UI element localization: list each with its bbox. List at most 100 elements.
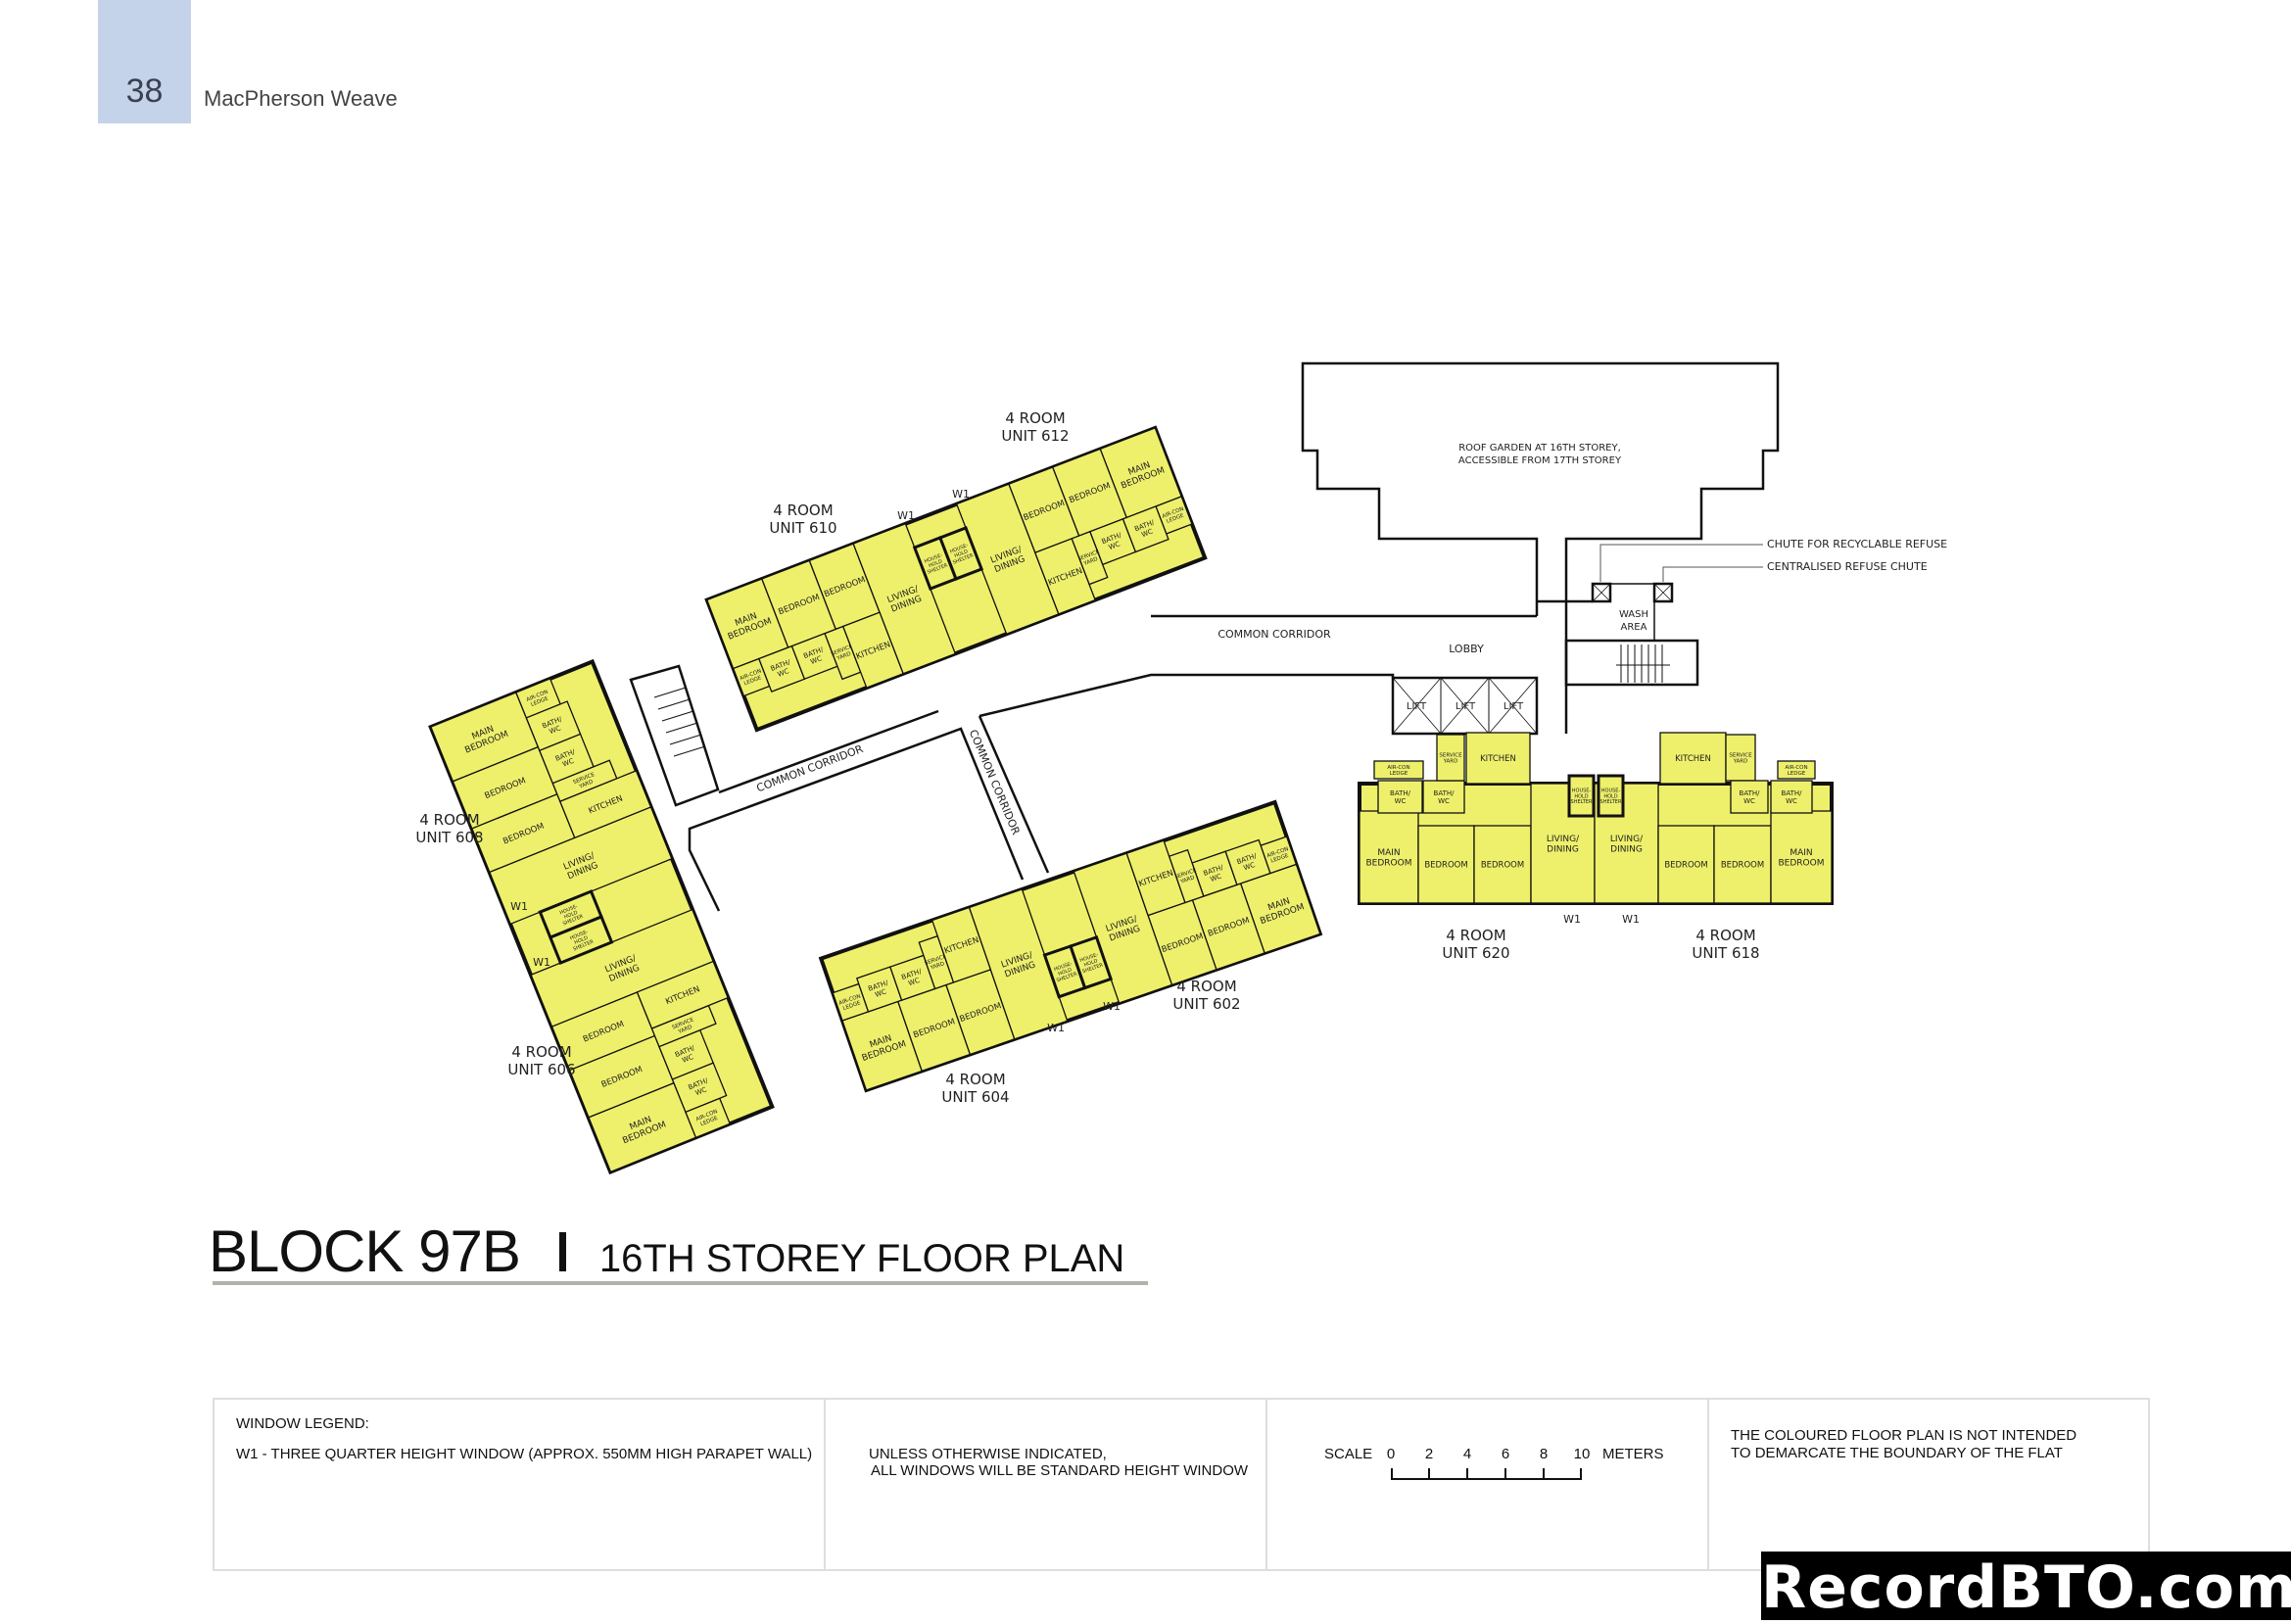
room-bath-wc: BATH/WC: [525, 700, 582, 752]
refuse-chute: [1652, 582, 1674, 603]
room-label: YARD: [578, 779, 595, 789]
room-label: YARD: [1179, 875, 1196, 885]
scale-tick-label: 10: [1573, 1446, 1591, 1462]
window-marks: W1 W1 W1 W1 W1 W1 W1 W1: [510, 488, 1640, 1034]
scale-bar: [1391, 1468, 1582, 1480]
unit-type-label: 4 ROOM: [773, 502, 833, 519]
room-living-dining: LIVING/DINING: [852, 522, 957, 675]
corridor-wall: [978, 673, 1395, 718]
room-bath-wc: BATH/WC: [889, 954, 936, 1001]
lift-core: [1391, 676, 1539, 736]
room-bath-wc: BATH/WC: [1422, 780, 1465, 814]
staircase: [1564, 639, 1699, 687]
room-kitchen: KITCHEN: [558, 770, 652, 839]
window-legend-cell: WINDOW LEGEND: W1 - THREE QUARTER HEIGHT…: [215, 1400, 826, 1569]
room-label: YARD: [835, 651, 852, 662]
room-living-dining: LIVING/DINING: [489, 806, 673, 926]
room-bedroom: BEDROOM: [452, 745, 558, 830]
scale-unit: METERS: [1602, 1446, 1664, 1462]
w1-mark: W1: [952, 488, 970, 501]
room-label: LEDGE: [1788, 771, 1806, 777]
room-bath-wc: BATH/WC: [1730, 780, 1769, 814]
room-label: WC: [1743, 797, 1755, 805]
room-label: HOLD: [954, 549, 970, 559]
room-label: BEDROOM: [1721, 860, 1764, 870]
room-label: WC: [694, 1085, 708, 1097]
scale-tick-label: 4: [1462, 1446, 1472, 1462]
legend-panel: WINDOW LEGEND: W1 - THREE QUARTER HEIGHT…: [213, 1398, 2150, 1571]
lift-label: LIFT: [1456, 701, 1476, 712]
scale-tick-label: 0: [1386, 1446, 1396, 1462]
page-number-tab: 38: [98, 0, 191, 123]
title-underline: [213, 1281, 1148, 1285]
unit-type-label: 4 ROOM: [1446, 927, 1505, 944]
disclaimer-line2: TO DEMARCATE THE BOUNDARY OF THE FLAT: [1731, 1445, 2063, 1461]
room-label: SHELTER: [1571, 799, 1593, 805]
lift-cross-marks: [1392, 677, 1538, 735]
room-living-dining: LIVING/DINING: [530, 908, 714, 1027]
room-label: HOLD: [1603, 793, 1617, 799]
unit-number-label: UNIT 612: [1001, 427, 1069, 445]
room-label: BATH/: [1434, 789, 1456, 797]
room-bath-wc: BATH/WC: [1088, 518, 1137, 566]
room-label: HOLD: [574, 935, 590, 946]
w1-mark: W1: [533, 956, 550, 969]
room-label: LIVING/: [1610, 835, 1644, 844]
room-label: HOUSE-: [1572, 788, 1592, 794]
unit-labels: 4 ROOM UNIT 612 4 ROOM UNIT 610 4 ROOM U…: [415, 409, 1759, 1106]
w1-mark: W1: [1047, 1022, 1065, 1034]
room-label: LEDGE: [1270, 853, 1290, 865]
window-legend-w1: W1 - THREE QUARTER HEIGHT WINDOW (APPROX…: [236, 1446, 813, 1462]
room-kitchen: KITCHEN: [841, 611, 904, 689]
unit-type-label: 4 ROOM: [419, 811, 479, 829]
room-label: YARD: [929, 961, 945, 972]
window-note-line2: ALL WINDOWS WILL BE STANDARD HEIGHT WIND…: [871, 1462, 1249, 1479]
units-604-602: MAINBEDROOMMAINBEDROOMBEDROOMBEDROOMBEDR…: [818, 799, 1323, 1093]
room-bedroom: BEDROOM: [550, 991, 656, 1072]
room-label: WC: [1438, 797, 1450, 805]
unit-type-label: 4 ROOM: [945, 1071, 1005, 1088]
room-living-dining: LIVING/DINING: [1073, 852, 1173, 1004]
roof-garden-label: ACCESSIBLE FROM 17TH STOREY: [1458, 455, 1622, 466]
room-bedroom: BEDROOM: [1473, 825, 1532, 904]
room-label: BATH/: [1782, 789, 1803, 797]
unit-type-label: 4 ROOM: [1695, 927, 1755, 944]
room-bedroom: BEDROOM: [1657, 825, 1715, 904]
room-label: HOLD: [1083, 958, 1099, 968]
unit-number-label: UNIT 610: [769, 519, 836, 537]
room-label: BEDROOM: [1424, 860, 1467, 870]
lobby-label: LOBBY: [1449, 643, 1484, 655]
room-label: BEDROOM: [1481, 860, 1524, 870]
room-kitchen: KITCHEN: [1033, 538, 1096, 615]
room-bedroom: BEDROOM: [1191, 883, 1265, 971]
window-legend-title: WINDOW LEGEND:: [236, 1415, 369, 1432]
room-bath-wc: BATH/WC: [790, 632, 838, 681]
staircase-left: [629, 664, 720, 807]
w1-mark: W1: [897, 509, 915, 522]
room-label: WC: [1140, 528, 1154, 540]
room-label: KITCHEN: [1675, 754, 1711, 764]
room-label: LEDGE: [1390, 771, 1408, 777]
room-label: WC: [1395, 797, 1407, 805]
room-label: BATH/: [1740, 789, 1761, 797]
scale-tick-label: 2: [1424, 1446, 1434, 1462]
room-label: YARD: [1733, 759, 1748, 765]
room-bath-wc: BATH/WC: [1770, 780, 1813, 814]
watermark: RecordBTO.com: [1761, 1552, 2291, 1622]
